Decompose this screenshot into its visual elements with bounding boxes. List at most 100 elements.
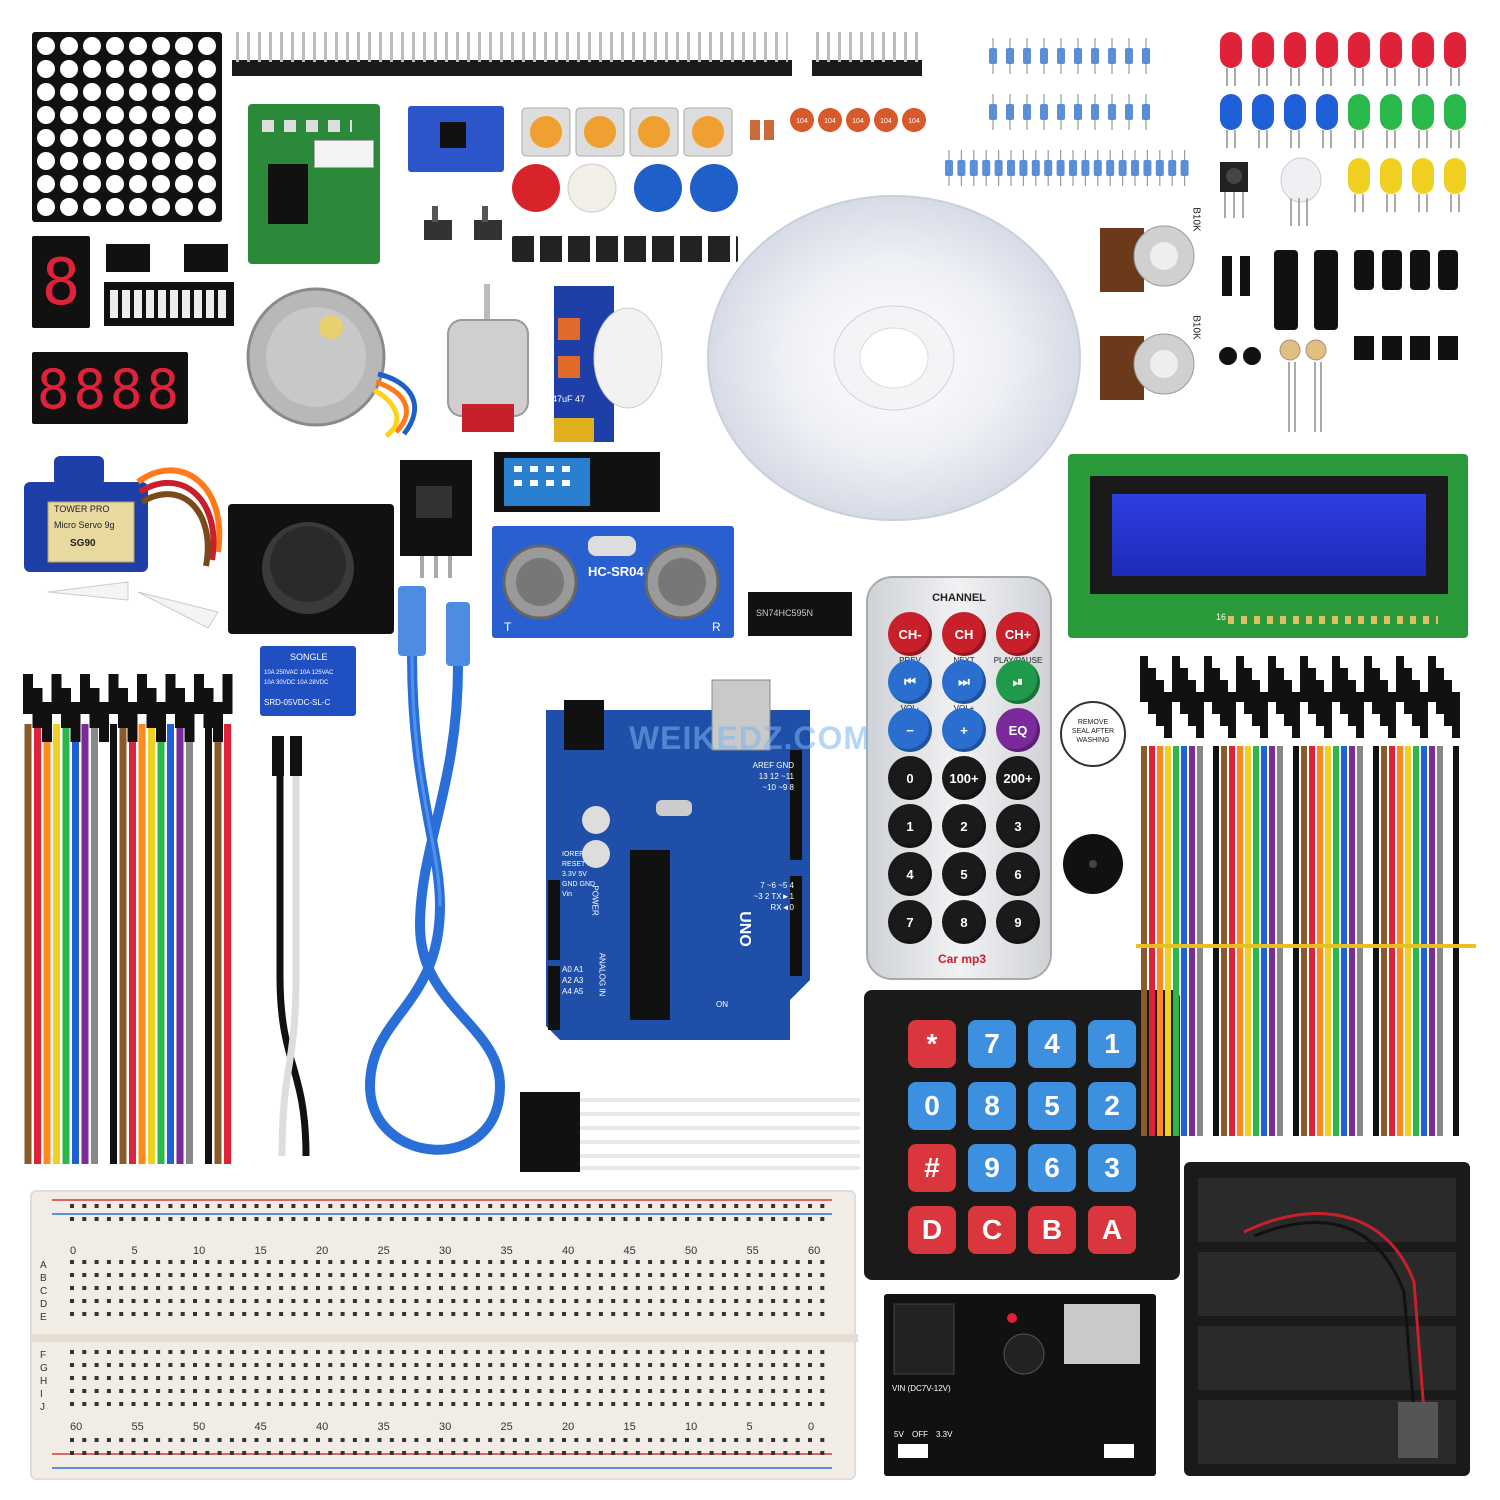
- remote-button[interactable]: 3: [996, 804, 1040, 848]
- breadboard-column-number: 25: [501, 1421, 513, 1433]
- gyro-accelerometer-module: [408, 106, 504, 172]
- svg-text:8888: 8888: [37, 358, 183, 421]
- breadboard-column-number: 45: [255, 1421, 267, 1433]
- arduino-top-pins: AREF GND 13 12 ~11 ~10 ~9 8: [752, 761, 794, 792]
- matrix-dot: [106, 83, 124, 101]
- matrix-dot: [83, 106, 101, 124]
- jumper-wire: [1148, 668, 1156, 1136]
- keypad-key[interactable]: #: [908, 1144, 956, 1192]
- matrix-dot: [129, 83, 147, 101]
- resistor: [1031, 150, 1040, 186]
- keypad-key[interactable]: 1: [1088, 1020, 1136, 1068]
- remote-button[interactable]: CH-: [888, 612, 932, 656]
- led: [1316, 32, 1338, 86]
- keypad-key[interactable]: 2: [1088, 1082, 1136, 1130]
- jumper-wire: [1436, 668, 1444, 1136]
- matrix-dot: [198, 83, 216, 101]
- breadboard-column-number: 35: [378, 1421, 390, 1433]
- matrix-dot: [152, 175, 170, 193]
- stepper-driver-board: [248, 104, 380, 264]
- remote-button[interactable]: CH+: [996, 612, 1040, 656]
- remote-button[interactable]: 4: [888, 852, 932, 896]
- remote-button[interactable]: ⏭: [942, 660, 986, 704]
- matrix-dot: [198, 152, 216, 170]
- jumper-wire: [118, 688, 128, 1164]
- seven-segment-single: 8: [32, 236, 90, 328]
- breadboard-column-number: 40: [316, 1421, 328, 1433]
- keypad-key[interactable]: *: [908, 1020, 956, 1068]
- remote-button[interactable]: ⏯: [996, 660, 1040, 704]
- breadboard-column-number: 60: [70, 1421, 82, 1433]
- resistor: [1155, 150, 1164, 186]
- remote-button[interactable]: 5: [942, 852, 986, 896]
- resistor: [1040, 94, 1048, 130]
- keypad-key[interactable]: 3: [1088, 1144, 1136, 1192]
- remote-button[interactable]: 7: [888, 900, 932, 944]
- matrix-dot: [175, 152, 193, 170]
- remote-button[interactable]: CH: [942, 612, 986, 656]
- jumper-wire: [1260, 692, 1268, 1136]
- jumper-wire: [80, 674, 90, 1164]
- remote-button[interactable]: +: [942, 708, 986, 752]
- lcd-screen: [1112, 494, 1426, 576]
- remote-button[interactable]: EQ: [996, 708, 1040, 752]
- battery-holder: [1184, 1162, 1470, 1476]
- keypad-key[interactable]: 6: [1028, 1144, 1076, 1192]
- power-33v-label: 3.3V: [936, 1430, 953, 1439]
- remote-button[interactable]: 0: [888, 756, 932, 800]
- ceramic-cap: [902, 108, 926, 132]
- jumper-wire: [156, 702, 166, 1164]
- matrix-dot: [106, 175, 124, 193]
- remote-button[interactable]: 200+: [996, 756, 1040, 800]
- lcd-pin-label: 16: [1216, 612, 1227, 622]
- remote-button[interactable]: 100+: [942, 756, 986, 800]
- jumper-wire: [1380, 680, 1388, 1136]
- remote-button[interactable]: −: [888, 708, 932, 752]
- remote-button[interactable]: ⏮: [888, 660, 932, 704]
- breadboard-column-number: 45: [624, 1245, 636, 1257]
- jumper-wire: [1412, 680, 1420, 1136]
- ceramic-cap-label: 104: [824, 118, 836, 125]
- resistor: [1007, 150, 1015, 186]
- keypad-key[interactable]: D: [908, 1206, 956, 1254]
- keypad-key[interactable]: 0: [908, 1082, 956, 1130]
- keypad-key[interactable]: 7: [968, 1020, 1016, 1068]
- resistor-rows: [944, 28, 1194, 188]
- breadboard-column-number: 55: [747, 1245, 759, 1257]
- remote-button[interactable]: 6: [996, 852, 1040, 896]
- matrix-dot: [37, 83, 55, 101]
- keypad-key[interactable]: 5: [1028, 1082, 1076, 1130]
- ultrasonic-t: T: [504, 620, 512, 634]
- resistor: [1006, 38, 1014, 74]
- matrix-dot: [83, 152, 101, 170]
- remote-button[interactable]: 8: [942, 900, 986, 944]
- rgb-led: [1276, 157, 1326, 228]
- tact-button: [683, 107, 733, 157]
- ceramic-cap-label: 104: [852, 118, 864, 125]
- remote-button[interactable]: 1: [888, 804, 932, 848]
- jumper-wire: [1396, 656, 1404, 1136]
- keypad-key[interactable]: 9: [968, 1144, 1016, 1192]
- matrix-dot: [129, 37, 147, 55]
- matrix-dot: [175, 129, 193, 147]
- resistor: [1069, 150, 1077, 186]
- breadboard-column-number: 60: [808, 1245, 820, 1257]
- remote-button[interactable]: 9: [996, 900, 1040, 944]
- keypad-key[interactable]: 8: [968, 1082, 1016, 1130]
- jumper-wire: [1220, 680, 1228, 1136]
- uln2003-chip: [268, 164, 308, 224]
- led: [1412, 158, 1434, 212]
- probe-leads: [266, 736, 322, 1186]
- jumper-wire: [184, 702, 195, 1164]
- hc-sr04-ultrasonic: HC-SR04 T R: [492, 526, 734, 638]
- keypad-key[interactable]: A: [1088, 1206, 1136, 1254]
- remote-button[interactable]: 2: [942, 804, 986, 848]
- jumper-wire: [1172, 656, 1180, 1136]
- keypad-key[interactable]: 4: [1028, 1020, 1076, 1068]
- arduino-analog-pins: A0 A1 A2 A3 A4 A5: [562, 965, 584, 996]
- svg-text:8: 8: [42, 246, 81, 320]
- watermark: WEIKEDZ.COM: [628, 720, 872, 756]
- keypad-key[interactable]: B: [1028, 1206, 1076, 1254]
- keypad-key[interactable]: C: [968, 1206, 1016, 1254]
- jumper-wire: [1268, 656, 1276, 1136]
